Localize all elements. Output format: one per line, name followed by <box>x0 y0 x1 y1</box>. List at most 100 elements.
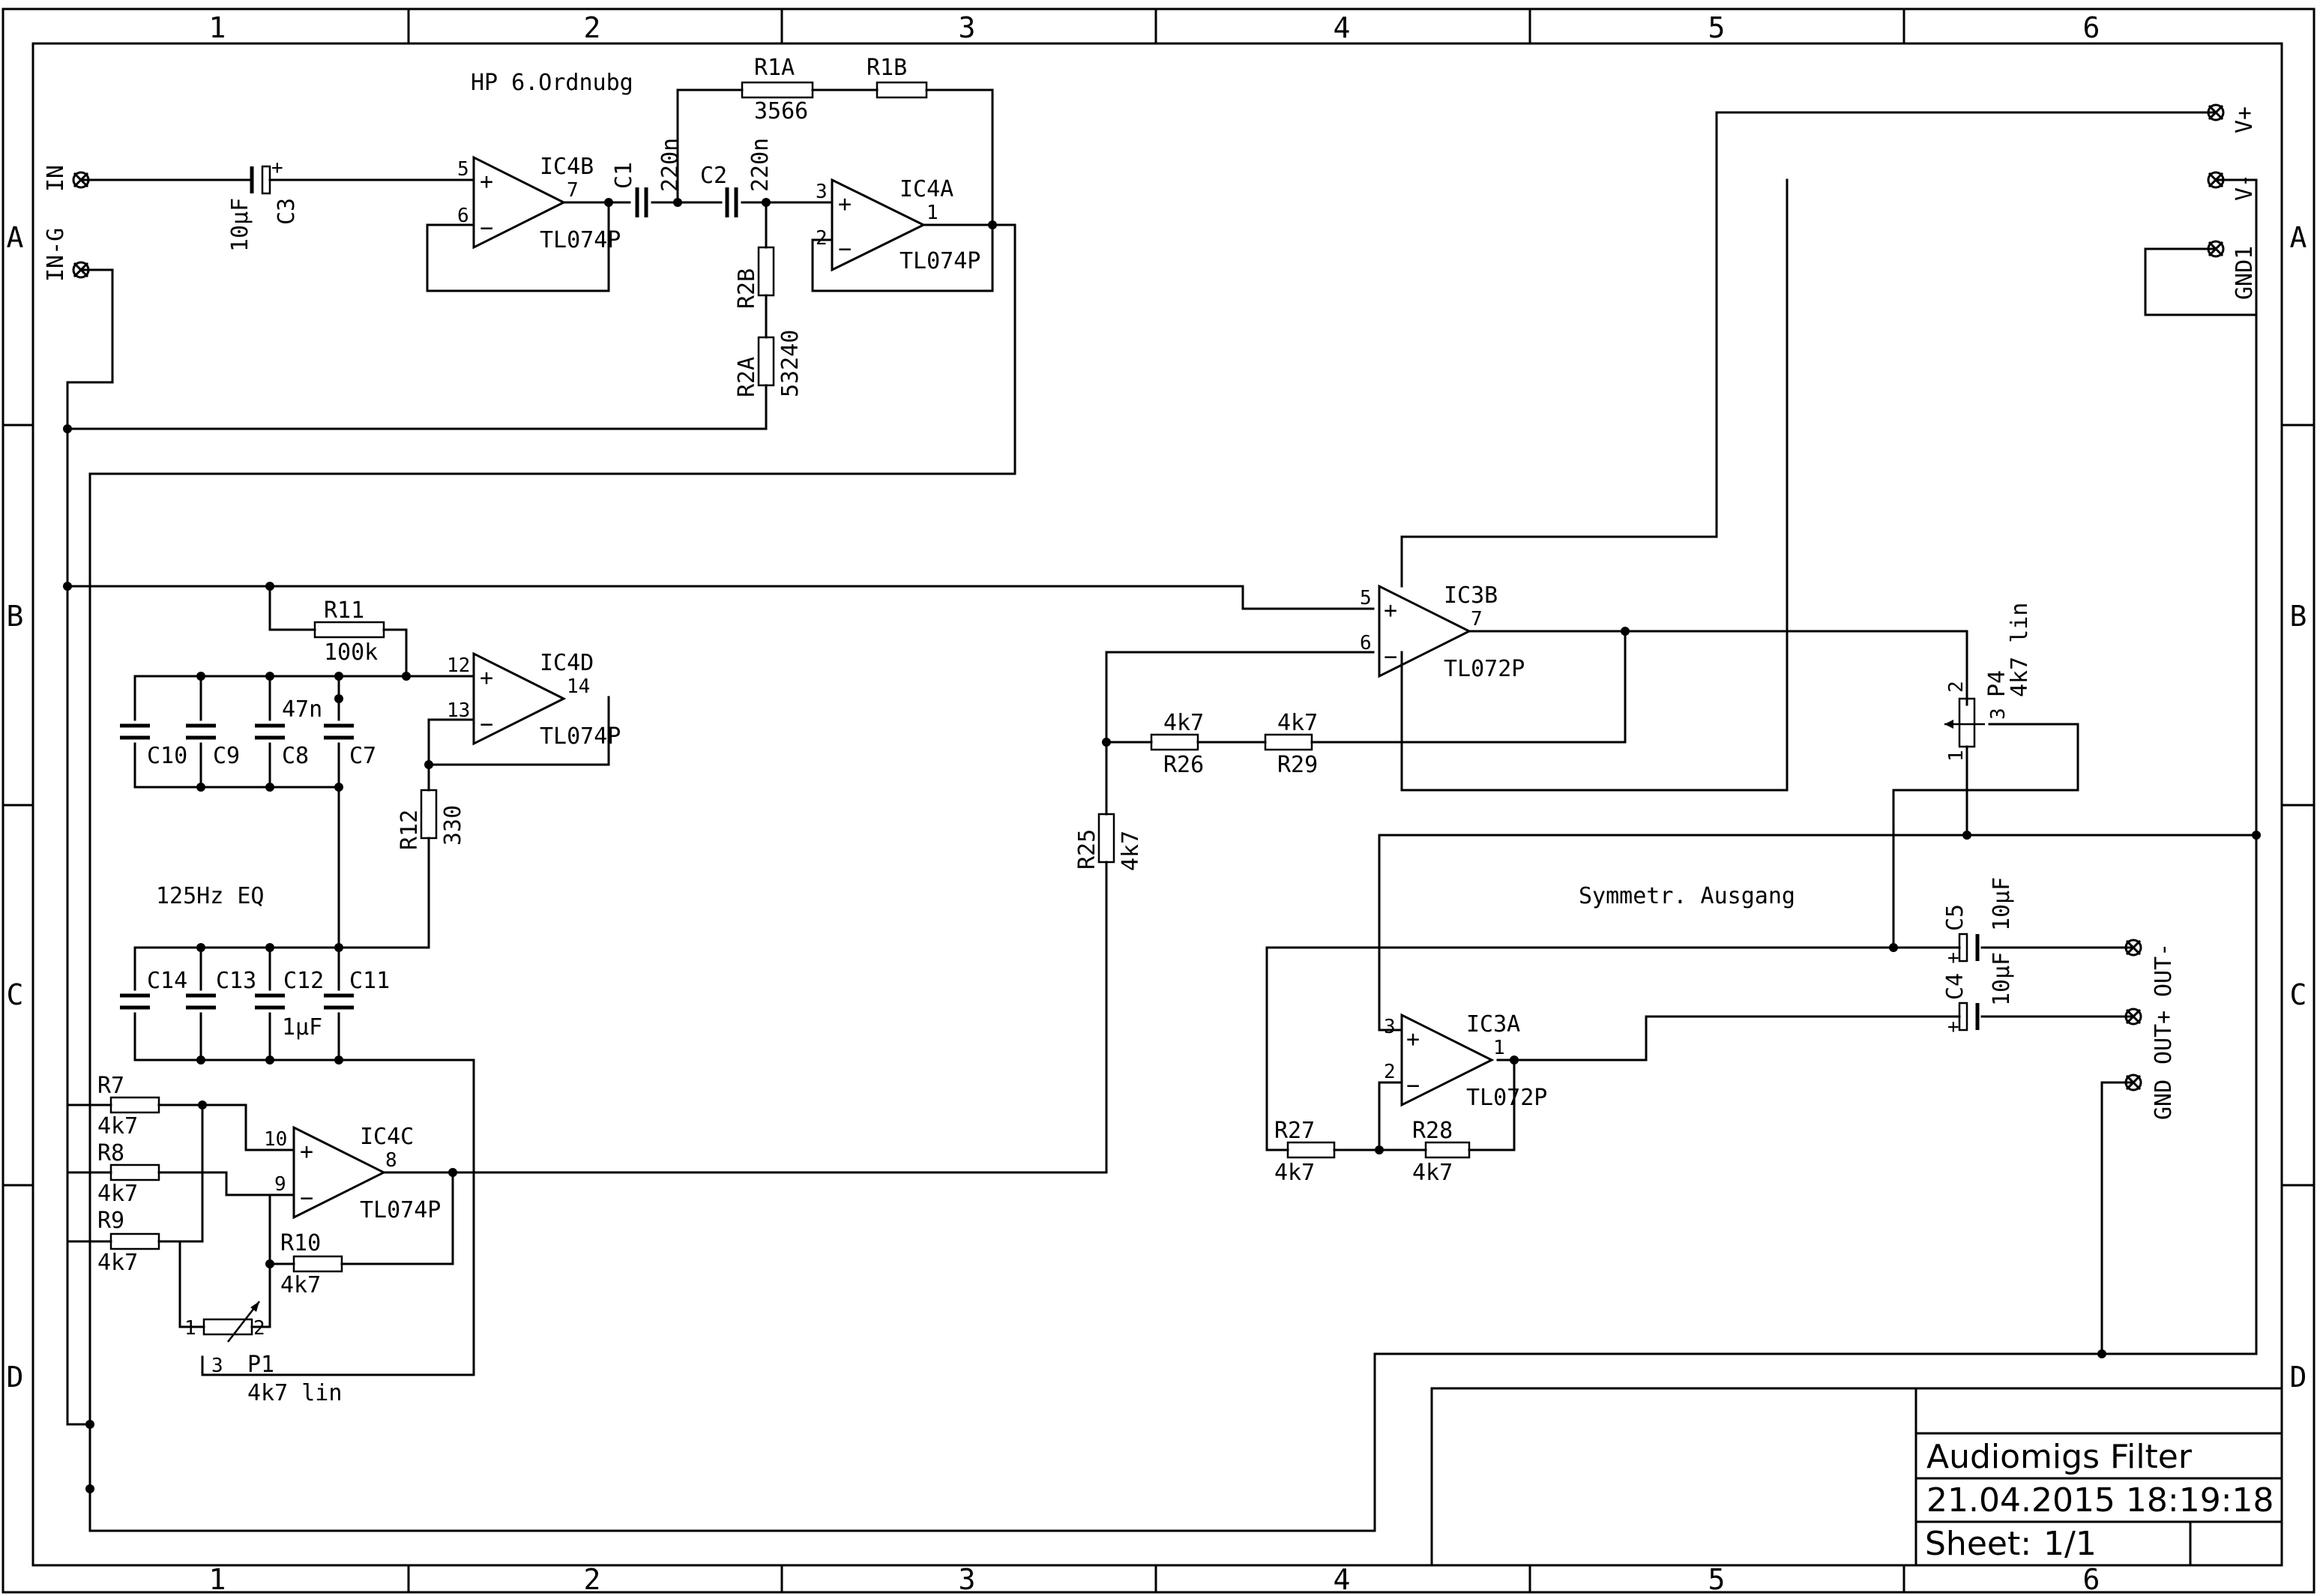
capacitor-c7[interactable]: C7 <box>324 723 376 769</box>
capacitor-c5[interactable]: + C5 10µF <box>1942 877 2015 969</box>
resistor-r7[interactable]: R7 4k7 <box>97 1073 160 1139</box>
r2b-name: R2B <box>734 268 760 309</box>
r10-name: R10 <box>280 1230 321 1256</box>
resistor-r1b[interactable]: R1B <box>867 55 928 99</box>
row-label-right-B: B <box>2290 600 2307 633</box>
col-label-top-4: 4 <box>1334 11 1351 44</box>
resistor-r2b[interactable]: R2B <box>734 246 775 309</box>
connector-vminus-label: V- <box>2232 174 2258 201</box>
p1-pin1: 1 <box>184 1317 196 1340</box>
ic4c-name: IC4C <box>360 1124 414 1150</box>
capacitor-c9[interactable]: C9 <box>186 723 240 769</box>
ic4b-pin-minus: 6 <box>457 205 469 227</box>
c13-name: C13 <box>216 968 256 994</box>
resistor-r11[interactable]: R11 100k <box>313 597 385 666</box>
ic4a-pin-minus: 2 <box>816 227 828 250</box>
title-block-sheet-value: 1/1 <box>2043 1525 2097 1563</box>
row-label-left-C: C <box>7 978 24 1011</box>
col-label-bottom-2: 2 <box>584 1563 601 1596</box>
connector-in[interactable]: IN <box>43 165 90 192</box>
ic4a-pin-out: 1 <box>927 202 938 224</box>
opamp-ic4b[interactable]: +− 5 6 7 IC4B TL074P <box>457 154 621 253</box>
capacitor-c12[interactable]: C12 1µF <box>255 968 324 1041</box>
capacitor-c4[interactable]: + C4 10µF <box>1942 952 2015 1038</box>
resistor-r12[interactable]: R12 330 <box>397 789 466 850</box>
potentiometer-p4[interactable]: 2 1 3 P4 4k7 lin <box>1944 603 2033 762</box>
svg-text:+: + <box>1947 947 1959 969</box>
r25-value: 4k7 <box>1118 831 1144 871</box>
ic3b-value: TL072P <box>1444 656 1525 682</box>
svg-text:−: − <box>1406 1073 1420 1099</box>
p1-name: P1 <box>247 1352 274 1378</box>
ic4a-value: TL074P <box>900 248 980 274</box>
ic4b-name: IC4B <box>540 154 594 180</box>
capacitor-c2[interactable]: C2 220n <box>700 138 774 217</box>
connector-gnd[interactable]: GND <box>2124 1073 2177 1120</box>
col-label-top-5: 5 <box>1708 11 1726 44</box>
ic4d-name: IC4D <box>540 650 594 676</box>
capacitor-c10[interactable]: C10 <box>120 723 187 769</box>
c5-name: C5 <box>1942 904 1968 931</box>
connector-vminus[interactable]: V- <box>2207 171 2258 201</box>
resistor-r2a[interactable]: R2A 53240 <box>734 330 804 397</box>
ic3b-pin-plus: 5 <box>1360 587 1372 609</box>
svg-text:+: + <box>480 665 493 691</box>
ic4d-pin-out: 14 <box>567 675 590 698</box>
r1a-value: 3566 <box>754 98 808 124</box>
opamp-ic3b[interactable]: +− 5 6 7 IC3B TL072P <box>1360 582 1525 682</box>
c4-value: 10µF <box>1989 952 2015 1006</box>
resistor-r25[interactable]: R25 4k7 <box>1074 813 1144 871</box>
note-hp-filter: HP 6.Ordnubg <box>471 70 633 96</box>
c8-value: 47n <box>282 696 322 723</box>
row-label-left-A: A <box>7 221 24 254</box>
c3-value: 10µF <box>227 198 253 252</box>
resistor-r8[interactable]: R8 4k7 <box>97 1140 160 1207</box>
r25-name: R25 <box>1074 829 1100 870</box>
p4-pin1: 1 <box>1945 750 1968 762</box>
capacitor-c8[interactable]: C8 47n <box>255 696 322 769</box>
col-label-bottom-1: 1 <box>209 1563 226 1596</box>
ic4d-value: TL074P <box>540 723 621 750</box>
resistor-r9[interactable]: R9 4k7 <box>97 1208 160 1276</box>
resistor-r29[interactable]: 4k7 R29 <box>1264 710 1318 778</box>
r8-name: R8 <box>97 1140 124 1166</box>
resistor-r26[interactable]: 4k7 R26 <box>1150 710 1204 778</box>
connector-in-g[interactable]: IN-G <box>43 228 90 282</box>
row-label-right-D: D <box>2290 1361 2307 1394</box>
r27-value: 4k7 <box>1274 1160 1315 1186</box>
resistor-r10[interactable]: R10 4k7 <box>280 1230 343 1298</box>
resistor-r27[interactable]: R27 4k7 <box>1274 1118 1336 1186</box>
connector-gnd1[interactable]: GND1 <box>2207 240 2258 300</box>
ic4b-pin-plus: 5 <box>457 158 469 181</box>
connector-out-minus[interactable]: OUT- <box>2124 939 2177 997</box>
c3-name: C3 <box>274 198 300 225</box>
opamp-ic4d[interactable]: +− 12 13 14 IC4D TL074P <box>447 650 621 750</box>
capacitor-c1[interactable]: C1 220n <box>611 138 684 217</box>
svg-text:+: + <box>1947 1016 1959 1038</box>
connector-out-plus[interactable]: OUT+ <box>2124 1008 2177 1064</box>
row-label-left-D: D <box>7 1361 24 1394</box>
resistor-r28[interactable]: R28 4k7 <box>1412 1118 1471 1186</box>
c7-name: C7 <box>349 743 376 769</box>
capacitor-c3[interactable]: + C3 10µF <box>227 157 300 252</box>
p4-pin2: 2 <box>1945 681 1968 693</box>
capacitor-c11[interactable]: C11 <box>324 968 390 1010</box>
opamp-ic4a[interactable]: +− 3 2 1 IC4A TL074P <box>816 176 980 274</box>
title-block: Audiomigs Filter 21.04.2015 18:19:18 She… <box>1430 1387 2283 1567</box>
r27-name: R27 <box>1274 1118 1315 1144</box>
connector-vplus[interactable]: V+ <box>2207 103 2258 133</box>
resistor-r1a[interactable]: R1A 3566 <box>741 55 814 124</box>
col-label-top-2: 2 <box>584 11 601 44</box>
r28-name: R28 <box>1412 1118 1453 1144</box>
opamp-ic3a[interactable]: +− 3 2 1 IC3A TL072P <box>1384 1011 1547 1111</box>
p1-pin2: 2 <box>253 1317 265 1340</box>
r29-name: R29 <box>1277 752 1318 778</box>
ic4c-pin-out: 8 <box>385 1149 397 1172</box>
svg-text:−: − <box>300 1185 313 1211</box>
capacitor-c14[interactable]: C14 <box>120 968 187 1010</box>
opamp-ic4c[interactable]: +− 10 9 8 IC4C TL074P <box>264 1124 441 1223</box>
r26-name: R26 <box>1163 752 1204 778</box>
capacitor-c13[interactable]: C13 <box>186 968 256 1010</box>
ic4a-pin-plus: 3 <box>816 181 828 203</box>
potentiometer-p1[interactable]: 1 2 3 P1 4k7 lin <box>184 1301 342 1406</box>
